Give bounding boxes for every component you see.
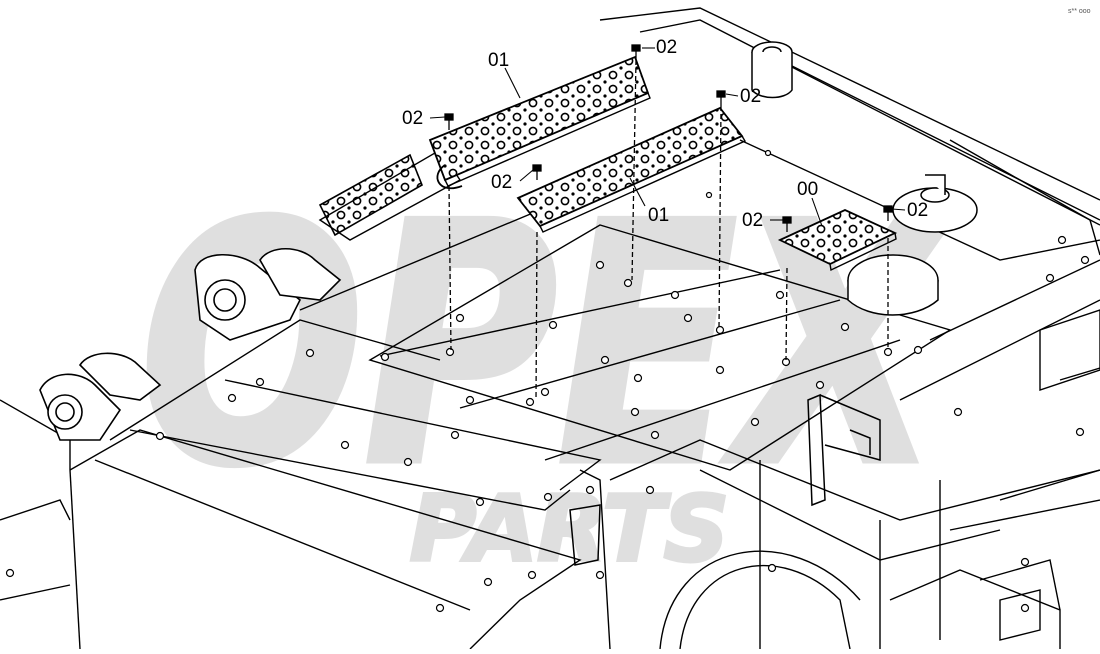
boom-pivot-lugs: [39, 248, 342, 441]
mounting-bracket: [569, 393, 881, 566]
bolt-icon: [532, 164, 542, 401]
clip-hook: [436, 164, 463, 190]
callout-bolt-02: 02: [742, 210, 763, 231]
deck-fasteners: [5, 149, 1090, 613]
callout-bolt-02: 02: [907, 200, 928, 221]
callout-bolt-02: 02: [491, 172, 512, 193]
round-housings: [751, 41, 978, 316]
callout-labels: 01 02 02 02 02 01 00 02 02: [402, 37, 928, 231]
callout-bolt-02: 02: [402, 108, 423, 129]
corner-mark: s** ooo: [1068, 8, 1091, 15]
bolt-icon: [631, 44, 641, 281]
non-slip-plate-00: [777, 209, 898, 272]
boom-step-plate: [318, 153, 424, 237]
bolt-02-group: [444, 44, 893, 401]
chassis-outline: [0, 7, 1100, 650]
callout-bolt-02: 02: [656, 37, 677, 58]
callout-plate-01: 01: [648, 205, 669, 226]
leader-lines: [429, 47, 906, 227]
bolt-icon: [716, 90, 726, 329]
callout-plate-00: 00: [797, 179, 818, 200]
callout-bolt-02: 02: [740, 86, 761, 107]
non-slip-plate-01-lower: [516, 106, 747, 233]
callout-plate-01: 01: [488, 50, 509, 71]
non-slip-plate-01-upper: [428, 55, 651, 187]
